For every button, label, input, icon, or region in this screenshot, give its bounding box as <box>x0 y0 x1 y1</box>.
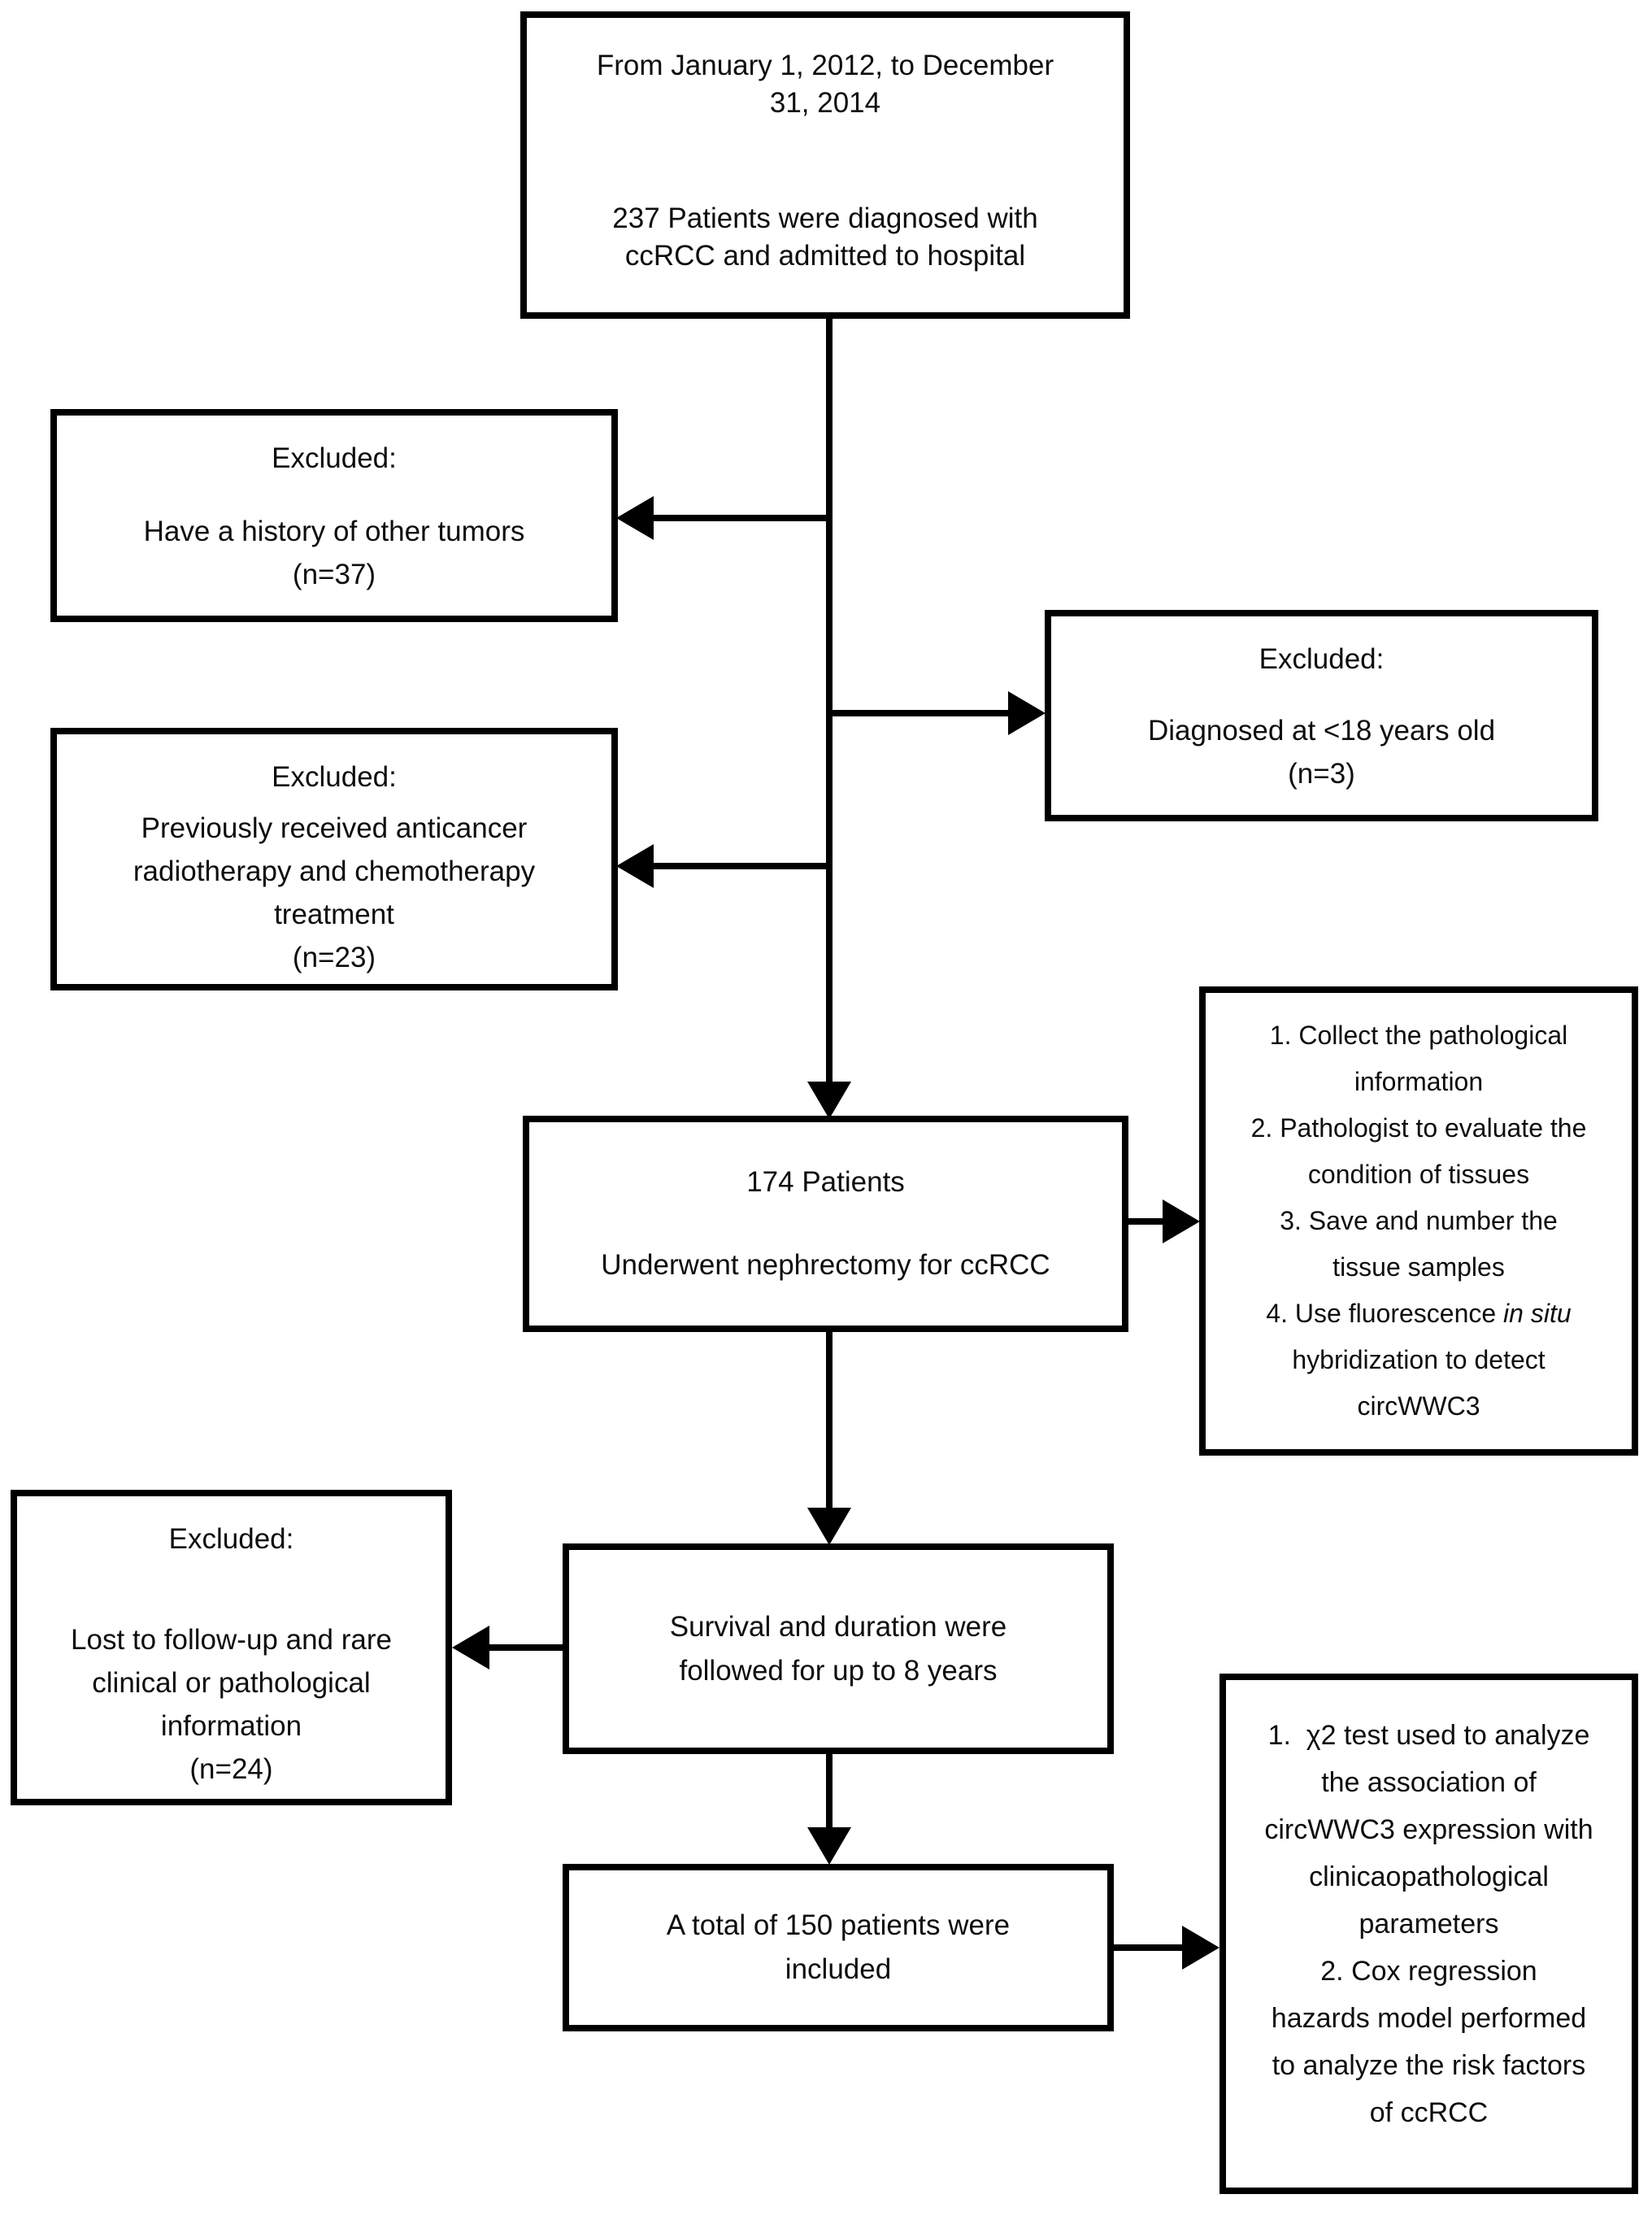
pathology-step-line-fish: 4. Use fluorescence in situ <box>1266 1291 1571 1337</box>
pathology-step-line: information <box>1354 1067 1484 1096</box>
box-body: Diagnosed at <18 years old (n=3) <box>1148 709 1495 795</box>
exclusion-count-line: (n=37) <box>292 559 376 590</box>
exclusion-reason-line: Lost to follow-up and rare <box>71 1624 392 1656</box>
pathology-step-line: condition of tissues <box>1307 1160 1530 1189</box>
arrowhead-left-lost-followup-icon <box>452 1626 489 1670</box>
enrollment-period-line: From January 1, 2012, to December <box>596 50 1054 81</box>
box-body: Previously received anticancer radiother… <box>133 807 535 979</box>
arrowhead-right-pathology-icon <box>1163 1199 1200 1243</box>
exclusion-reason-line: treatment <box>274 899 394 930</box>
arrowhead-left-excluded-tumors-icon <box>616 496 654 540</box>
procedure-line: Underwent nephrectomy for ccRCC <box>601 1249 1050 1281</box>
excluded-title: Excluded: <box>168 1523 294 1555</box>
exclusion-reason-line: Previously received anticancer <box>141 812 528 844</box>
exclusion-reason-line: information <box>160 1710 302 1742</box>
box-body: Have a history of other tumors (n=37) <box>144 510 525 596</box>
fish-line-prefix: 4. Use fluorescence <box>1266 1299 1504 1328</box>
exclusion-count-line: (n=3) <box>1288 758 1355 790</box>
exclusion-reason-line: Have a history of other tumors <box>143 516 525 547</box>
pathology-step-line: 2. Pathologist to evaluate the <box>1250 1113 1587 1143</box>
flow-line-to-pathology-steps <box>1128 1218 1165 1225</box>
excluded-title: Excluded: <box>1259 643 1385 675</box>
flow-line-to-excluded-lost-followup <box>488 1644 563 1651</box>
pathology-step-line: hybridization to detect <box>1292 1345 1545 1374</box>
pathology-step-line: tissue samples <box>1332 1252 1505 1282</box>
arrowhead-down-to-150-icon <box>807 1827 851 1865</box>
analysis-step-line: the association of <box>1321 1767 1537 1798</box>
exclusion-reason-line: Diagnosed at <18 years old <box>1147 715 1496 747</box>
box-body: Lost to follow-up and rare clinical or p… <box>71 1618 392 1791</box>
arrowhead-right-analysis-icon <box>1182 1926 1219 1970</box>
box-excluded-history-tumors: Excluded: Have a history of other tumors… <box>50 409 618 622</box>
exclusion-reason-line: radiotherapy and chemotherapy <box>133 855 536 887</box>
analysis-step-line: clinicaopathological <box>1309 1861 1549 1892</box>
arrowhead-right-excluded-under18-icon <box>1008 691 1046 735</box>
analysis-step-line: of ccRCC <box>1369 2097 1489 2128</box>
box-excluded-prior-treatment: Excluded: Previously received anticancer… <box>50 728 618 990</box>
flow-line-main-vertical <box>826 319 833 1082</box>
analysis-step-line: hazards model performed <box>1271 2003 1587 2034</box>
flow-line-survival-to-150 <box>826 1754 833 1829</box>
exclusion-reason-line: clinical or pathological <box>92 1667 371 1699</box>
patient-count-line: 174 Patients <box>746 1166 905 1198</box>
analysis-step-line: 1. χ2 test used to analyze <box>1267 1720 1590 1751</box>
analysis-step-line: 2. Cox regression <box>1320 1956 1537 1987</box>
analysis-step-line: to analyze the risk factors <box>1272 2050 1586 2081</box>
box-survival-followup: Survival and duration were followed for … <box>563 1543 1114 1754</box>
flow-line-174-to-survival <box>826 1332 833 1509</box>
box-excluded-under18: Excluded: Diagnosed at <18 years old (n=… <box>1045 610 1598 821</box>
pathology-step-line: circWWC3 <box>1357 1391 1480 1421</box>
exclusion-count-line: (n=24) <box>189 1753 273 1785</box>
excluded-title: Excluded: <box>272 761 397 793</box>
box-statistical-analysis: 1. χ2 test used to analyze the associati… <box>1219 1674 1638 2194</box>
flow-line-to-excluded-under18 <box>829 710 1011 716</box>
enrollment-count-line: 237 Patients were diagnosed with <box>612 202 1038 234</box>
included-count-line: included <box>785 1953 892 1985</box>
followup-line: followed for up to 8 years <box>679 1654 998 1687</box>
fish-line-italic: in situ <box>1503 1299 1572 1328</box>
box-pathology-steps: 1. Collect the pathological information … <box>1199 986 1638 1456</box>
box-excluded-lost-followup: Excluded: Lost to follow-up and rare cli… <box>11 1490 452 1805</box>
box-150-patients: A total of 150 patients were included <box>563 1864 1114 2031</box>
arrowhead-down-to-174-icon <box>807 1082 851 1119</box>
excluded-title: Excluded: <box>272 442 397 474</box>
flow-line-to-analysis <box>1114 1944 1185 1951</box>
enrollment-period-line: 31, 2014 <box>769 87 881 119</box>
flow-line-to-excluded-tumors <box>654 515 833 521</box>
pathology-step-line: 3. Save and number the <box>1280 1206 1558 1235</box>
analysis-step-line: parameters <box>1359 1909 1499 1939</box>
exclusion-count-line: (n=23) <box>292 942 376 973</box>
arrowhead-down-to-survival-icon <box>807 1508 851 1545</box>
included-count-line: A total of 150 patients were <box>666 1909 1011 1941</box>
enrollment-count-line: ccRCC and admitted to hospital <box>624 240 1026 272</box>
flow-line-to-excluded-prior-treatment <box>654 863 833 869</box>
pathology-step-line: 1. Collect the pathological <box>1269 1021 1568 1050</box>
box-174-patients: 174 Patients Underwent nephrectomy for c… <box>523 1116 1128 1332</box>
analysis-step-line: circWWC3 expression with <box>1264 1814 1593 1845</box>
followup-line: Survival and duration were <box>669 1610 1007 1643</box>
box-enrollment: From January 1, 2012, to December 31, 20… <box>520 11 1130 319</box>
arrowhead-left-excluded-prior-treatment-icon <box>616 844 654 888</box>
